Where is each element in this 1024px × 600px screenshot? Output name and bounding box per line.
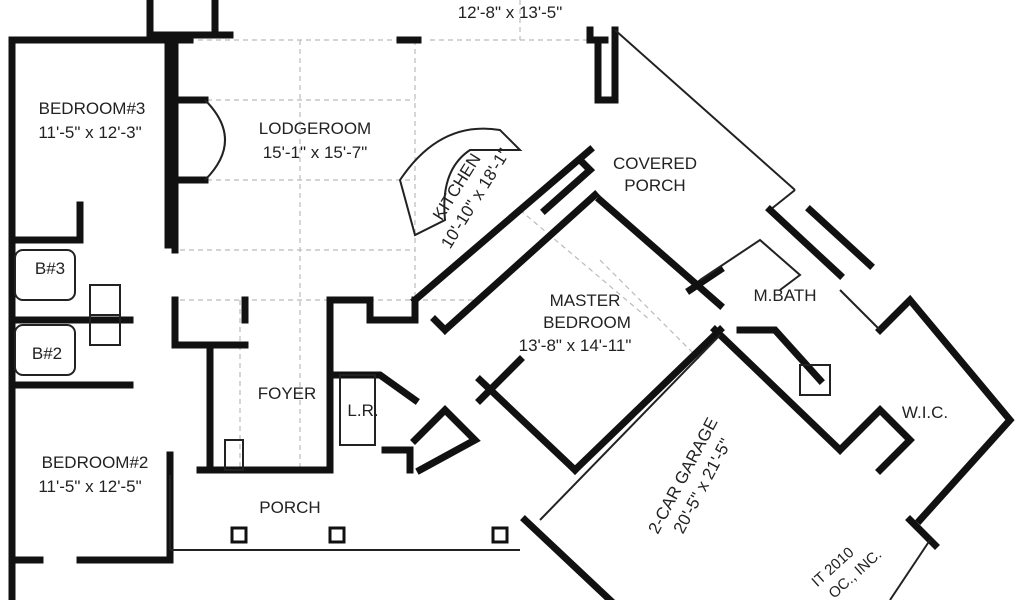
dining-dims: 12'-8" x 13'-5": [458, 3, 563, 22]
laundry-label: L.R.: [347, 401, 378, 420]
wic-label: W.I.C.: [902, 403, 948, 422]
bedroom2-dims: 11'-5" x 12'-5": [38, 477, 141, 496]
master-bath-label: M.BATH: [754, 286, 817, 305]
foyer-label: FOYER: [258, 384, 317, 403]
dashed-guides: [180, 0, 701, 470]
porch-label: PORCH: [259, 498, 320, 517]
master-bedroom-dims: 13'-8" x 14'-11": [519, 336, 632, 355]
bedroom3-dims: 11'-5" x 12'-3": [38, 123, 141, 142]
post: [230, 526, 248, 544]
covered-porch-label-2: PORCH: [624, 176, 685, 195]
walls: [8, 0, 1015, 600]
bath3-label: B#3: [35, 259, 65, 278]
master-bedroom-label-2: BEDROOM: [543, 313, 631, 332]
porch-posts: [230, 526, 509, 544]
bedroom2-label: BEDROOM#2: [42, 453, 149, 472]
lodgeroom-label: LODGEROOM: [259, 119, 371, 138]
covered-porch-label: COVERED: [613, 154, 697, 173]
master-bedroom-label: MASTER: [550, 291, 621, 310]
bedroom3-label: BEDROOM#3: [39, 99, 146, 118]
lodgeroom-dims: 15'-1" x 15'-7": [263, 143, 368, 162]
bath2-label: B#2: [32, 344, 62, 363]
post: [328, 526, 346, 544]
post: [491, 526, 509, 544]
